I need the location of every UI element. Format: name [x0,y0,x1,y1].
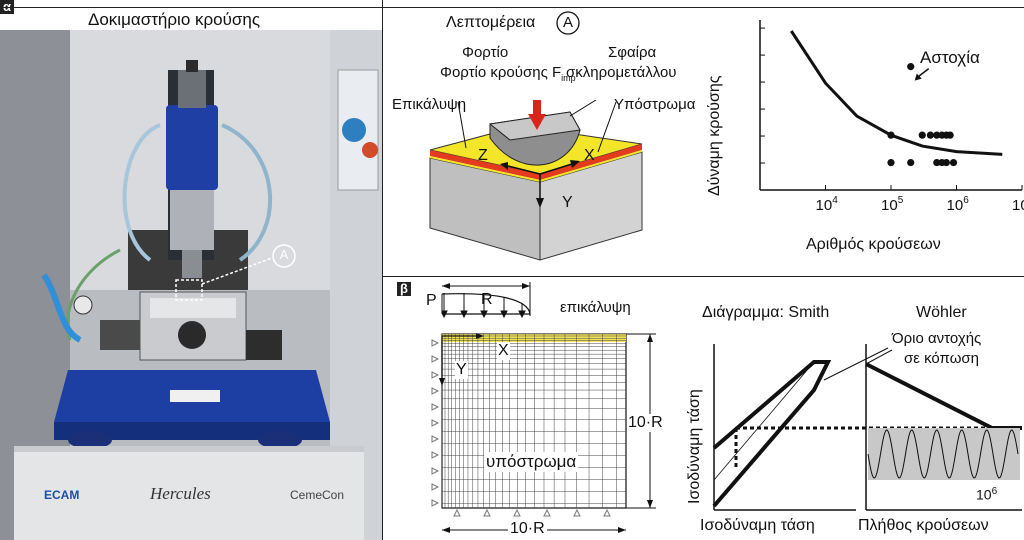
chart-annotation-failure: Αστοχία [920,48,980,67]
fem-coating-label: επικάλυψη [560,299,631,316]
sphere-label-2: σκληρομετάλλου [566,64,677,81]
impact-tester-photo [0,30,382,540]
logo-hercules: Hercules [150,484,211,503]
fem-substrate-label: υπόστρωμα [484,452,579,472]
chart-data-point [887,131,895,139]
chart-annotation-arrowhead [914,73,922,81]
fem-radius-label: R [481,291,493,308]
chart-data-point [887,158,895,167]
fem-width-label: 10·R [508,520,547,538]
photo-callout [175,244,296,301]
detail-axis-x: X [584,147,595,164]
chart-data-point [946,131,954,139]
fem-axis-y: Y [455,361,468,379]
chart-data-point [933,131,941,139]
logo-cemecon: CemeCon [290,488,345,502]
load-label: Φορτίο κρούσης Fimp [440,64,576,83]
substrate-label: Υπόστρωμα [614,96,696,113]
wohler-title: Wöhler [916,304,967,321]
chart-xlabel: Αριθμός κρούσεων [806,236,941,253]
smith-xlabel: Ισοδύναμη τάση [700,517,815,534]
fem-axis-x: X [497,342,510,360]
wohler-tick: 106 [976,486,998,503]
fem-mesh-drawing [431,282,656,533]
chart-x-tick-label: 105 [881,195,904,214]
fatigue-limit-label-2: σε κόπωση [904,350,980,367]
photo-callout-label: A [279,247,289,262]
chart-x-tick-label: 106 [947,195,970,214]
panel-b-top-rule [383,276,1024,277]
photo-title: Δοκιμαστήριο κρούσης [88,10,261,29]
detail-title: Λεπτομέρεια [446,14,536,31]
panel-a-top-rule [0,7,1024,8]
chart-data-point [907,63,915,71]
logo-ecam: ECAM [44,488,80,502]
chart-data-point [942,158,950,167]
impact-force-chart: 104 105 106 107 [759,20,1024,214]
photo-divider [382,0,383,540]
fem-load-label: P [426,292,437,309]
smith-ylabel: Ισοδύναμη τάση [686,389,703,504]
fem-load-arrows [442,293,526,319]
chart-x-tick-label: 107 [1012,195,1024,214]
chart-x-tick-label: 104 [816,195,839,214]
detail-axis-y: Y [562,194,573,211]
chart-data-point [907,158,915,167]
fatigue-limit-label-1: Όριο αντοχής [892,330,982,347]
fem-height-label: 10·R [628,414,663,432]
wohler-xlabel: Πλήθος κρούσεων [858,517,989,534]
detail-callout-label: A [562,14,573,31]
detail-callout-circle [556,11,580,35]
impact-detail-drawing [429,100,643,261]
chart-data-point [926,131,935,139]
chart-data-point [933,158,941,167]
sphere-label-1: Σφαίρα [608,44,657,61]
chart-data-point [949,158,958,167]
smith-title: Διάγραμμα: Smith [702,304,830,321]
chart-ylabel: Δύναμη κρούσης [706,75,723,196]
detail-axis-z: Z [478,147,488,164]
smith-wohler-diagrams [712,344,1022,511]
panel-b-tag: β [397,282,411,296]
load-label-line1: Φορτίο [462,44,509,61]
chart-data-point [918,131,926,139]
coating-label: Επικάλυψη [392,96,467,113]
fem-domain [441,333,627,509]
